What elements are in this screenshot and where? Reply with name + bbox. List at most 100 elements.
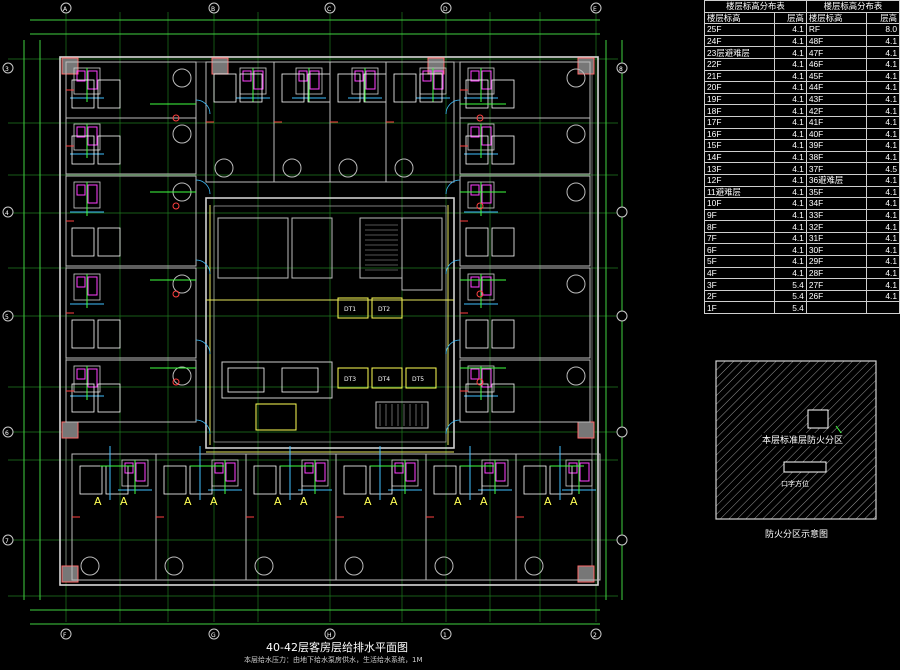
- floor-height: 4.1: [774, 185, 807, 199]
- floor-height: 4.1: [865, 139, 900, 152]
- floor-height: 4.1: [774, 81, 807, 94]
- toilet: [124, 462, 134, 474]
- toilet: [568, 462, 578, 474]
- toilet: [76, 184, 86, 196]
- chair: [338, 158, 358, 178]
- lift-dt4: [371, 367, 403, 389]
- chair: [394, 158, 414, 178]
- elevator-shaft: [217, 217, 289, 279]
- lift-dt5: [405, 367, 437, 389]
- column: [61, 421, 79, 439]
- toilet: [354, 70, 364, 82]
- toilet: [422, 70, 432, 82]
- axis-bubble: [60, 2, 72, 14]
- floor-height: 4.1: [865, 150, 900, 164]
- floor-height: 4.1: [865, 81, 900, 94]
- table-header-0: 楼层标高: [703, 11, 776, 25]
- axis-bubble: [616, 206, 628, 218]
- floor-name: 1F: [703, 301, 776, 315]
- table-group-header-left: 楼层标高分布表: [704, 0, 807, 13]
- toilet: [470, 184, 480, 196]
- floor-height: 4.1: [774, 92, 807, 106]
- room-type-mark: A: [544, 495, 552, 508]
- floor-height: 4.1: [774, 57, 807, 71]
- floor-name: 37F: [805, 162, 867, 175]
- bathtub: [365, 70, 376, 90]
- floor-height: 4.1: [865, 266, 900, 280]
- floor-height: 4.1: [865, 231, 900, 245]
- axis-bubble: [324, 2, 336, 14]
- floor-height: 4.1: [865, 208, 900, 222]
- bed: [97, 227, 121, 257]
- floor-name: 18F: [703, 104, 776, 117]
- floor-name: 38F: [805, 150, 867, 164]
- bed: [491, 383, 515, 413]
- chair: [164, 556, 184, 576]
- lift-dt2: [371, 297, 403, 319]
- valve: [172, 114, 180, 122]
- valve: [172, 378, 180, 386]
- floor-height: 4.1: [774, 23, 807, 36]
- floor-name: 9F: [703, 208, 776, 222]
- column: [427, 57, 445, 75]
- bed: [213, 73, 237, 103]
- axis-bubble: [616, 62, 628, 74]
- guest-room: [425, 453, 517, 581]
- bathtub: [225, 462, 236, 482]
- floor-name: 28F: [805, 266, 867, 280]
- door-swing: [445, 419, 461, 435]
- axis-bubble: [2, 534, 14, 546]
- axis-bubble: [590, 2, 602, 14]
- bed: [419, 73, 443, 103]
- floor-name: 11避难层: [703, 185, 776, 199]
- floor-height: 4.1: [774, 139, 807, 152]
- room-type-mark: A: [274, 495, 282, 508]
- floor-height: 4.1: [865, 243, 900, 257]
- lift-dt1: [337, 297, 369, 319]
- axis-bubble: [590, 628, 602, 640]
- bed: [465, 383, 489, 413]
- floor-name: 39F: [805, 139, 867, 152]
- door-swing: [445, 259, 461, 275]
- bed: [465, 135, 489, 165]
- bathtub: [87, 184, 98, 204]
- floor-name: 33F: [805, 208, 867, 222]
- table-header-2: 楼层标高: [805, 11, 867, 25]
- floor-height: 4.1: [865, 220, 900, 233]
- toilet: [298, 70, 308, 82]
- floor-name: 45F: [805, 69, 867, 83]
- leader-line: [835, 425, 843, 435]
- floor-name: 20F: [703, 81, 776, 94]
- chair: [566, 366, 586, 386]
- equipment: [281, 367, 319, 393]
- floor-name: 6F: [703, 243, 776, 257]
- axis-bubble: [208, 628, 220, 640]
- axis-label: 2: [593, 632, 597, 639]
- door-swing: [195, 419, 211, 435]
- floor-height: 4.1: [865, 185, 900, 199]
- floor-name: 48F: [805, 34, 867, 48]
- floor-name: 10F: [703, 197, 776, 210]
- floor-height: [865, 301, 900, 315]
- floor-height: 4.5: [865, 162, 900, 175]
- floor-height: 4.1: [774, 220, 807, 233]
- room-type-mark: A: [120, 495, 128, 508]
- floor-name: 35F: [805, 185, 867, 199]
- chair: [566, 274, 586, 294]
- core-outline: [205, 197, 455, 449]
- axis-bubble: [616, 534, 628, 546]
- axis-label: B: [211, 6, 215, 13]
- axis-label: 7: [5, 538, 9, 545]
- bed: [465, 227, 489, 257]
- room-type-mark: A: [454, 495, 462, 508]
- floor-name: 12F: [703, 173, 776, 187]
- floor-name: 25F: [703, 23, 776, 36]
